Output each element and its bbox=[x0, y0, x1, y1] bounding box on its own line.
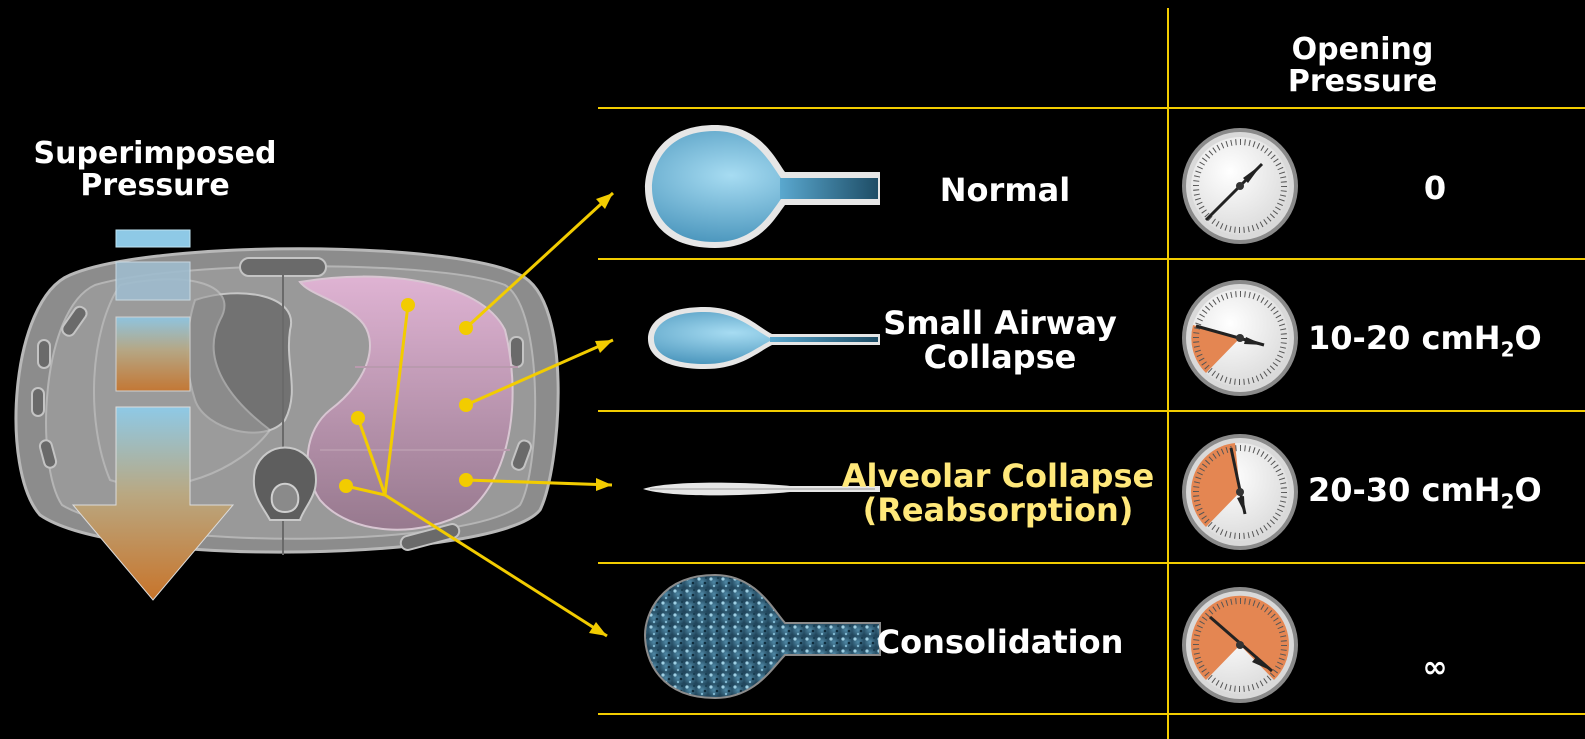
opening-pressure-header: Opening Pressure bbox=[1240, 34, 1485, 97]
superimposed-pressure-line2: Pressure bbox=[20, 170, 290, 202]
row-label-alveolar-line1: Alveolar Collapse bbox=[840, 460, 1156, 494]
gauge-small-airway bbox=[1182, 280, 1298, 396]
gauge-alveolar-collapse bbox=[1182, 434, 1298, 550]
row-label-normal: Normal bbox=[890, 174, 1120, 208]
row-label-consolidation-line1: Consolidation bbox=[875, 626, 1125, 660]
row-label-small-airway-line1: Small Airway bbox=[870, 307, 1130, 341]
pressure-value-alveolar-text: 20-30 cmH bbox=[1308, 471, 1501, 509]
pressure-bar-3 bbox=[116, 317, 190, 391]
pressure-value-consolidation: ∞ bbox=[1390, 652, 1480, 684]
alveolus-normal bbox=[645, 125, 880, 248]
pressure-value-normal-text: 0 bbox=[1424, 169, 1446, 207]
opening-pressure-line1: Opening bbox=[1240, 34, 1485, 66]
row-label-alveolar-line2: (Reabsorption) bbox=[840, 494, 1156, 528]
pressure-value-alveolar: 20-30 cmH2O bbox=[1308, 474, 1585, 512]
pressure-value-small-airway-sub: 2 bbox=[1501, 337, 1515, 361]
alveolus-consolidation bbox=[645, 575, 880, 698]
superimposed-pressure-line1: Superimposed bbox=[20, 138, 290, 170]
gauge-consolidation bbox=[1182, 587, 1298, 703]
pressure-value-alveolar-sub: 2 bbox=[1501, 489, 1515, 513]
row-label-small-airway: Small Airway Collapse bbox=[870, 307, 1130, 374]
row-label-alveolar-collapse: Alveolar Collapse (Reabsorption) bbox=[840, 460, 1156, 527]
row-label-small-airway-line2: Collapse bbox=[870, 341, 1130, 375]
row-label-consolidation: Consolidation bbox=[875, 626, 1125, 660]
pressure-value-small-airway: 10-20 cmH2O bbox=[1308, 322, 1585, 360]
superimposed-pressure-title: Superimposed Pressure bbox=[20, 138, 290, 201]
pressure-value-alveolar-tail: O bbox=[1515, 471, 1542, 509]
pressure-value-small-airway-text: 10-20 cmH bbox=[1308, 319, 1501, 357]
pressure-value-consolidation-text: ∞ bbox=[1423, 650, 1448, 685]
pressure-value-small-airway-tail: O bbox=[1515, 319, 1542, 357]
pressure-value-normal: 0 bbox=[1390, 172, 1480, 206]
gauge-normal bbox=[1182, 128, 1298, 244]
pressure-bar-1 bbox=[116, 230, 190, 247]
row-label-normal-line1: Normal bbox=[890, 174, 1120, 208]
opening-pressure-line2: Pressure bbox=[1240, 66, 1485, 98]
alveolus-small-airway-collapse bbox=[648, 307, 880, 369]
pressure-bar-2 bbox=[116, 262, 190, 300]
